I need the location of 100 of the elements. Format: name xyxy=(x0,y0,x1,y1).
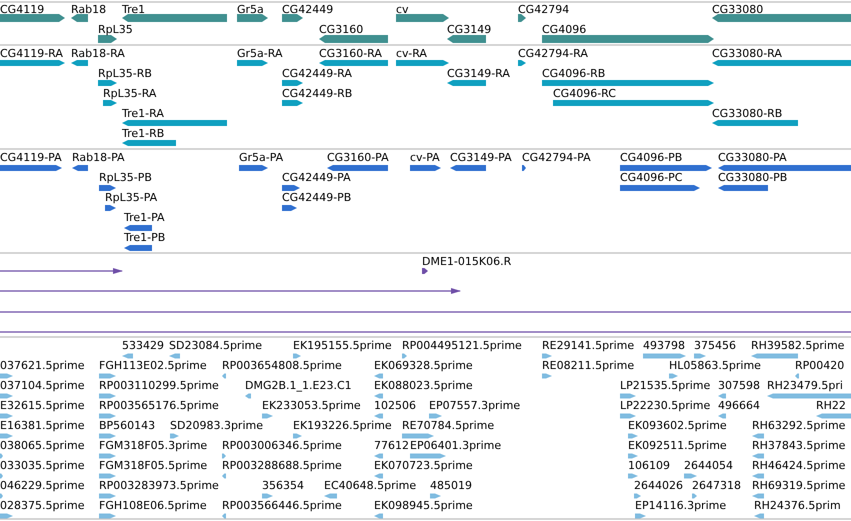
feature-label: CG33080-PB xyxy=(718,171,788,184)
feature-label: CG42794 xyxy=(518,3,570,16)
feature-label: Gr5a-PA xyxy=(239,151,284,164)
feature-label: 485019 xyxy=(430,479,472,492)
feature-label: CG4096-RB xyxy=(542,67,606,80)
feature-label: EK098945.5prime xyxy=(374,499,473,512)
feature-label: RP003565176.5prime xyxy=(99,399,219,412)
feature-label: EC40648.5prime xyxy=(324,479,416,492)
feature-label: 356354 xyxy=(262,479,304,492)
feature-label: RH69319.5prime xyxy=(752,479,846,492)
feature-label: 037104.5prime xyxy=(0,379,85,392)
feature-label: Gr5a-RA xyxy=(237,47,282,60)
feature-label: 307598 xyxy=(718,379,760,392)
feature-label: CG4096-RC xyxy=(553,87,616,100)
feature-label: 2644026 xyxy=(634,479,683,492)
feature-label: E16381.5prime xyxy=(0,419,84,432)
feature-label: RP003283973.5prime xyxy=(99,479,219,492)
feature-label: 77612 xyxy=(374,439,409,452)
feature-label: CG42449-RA xyxy=(282,67,352,80)
feature-label: cv-PA xyxy=(410,151,440,164)
feature-label: CG4096-PC xyxy=(620,171,682,184)
feature-label: EP06401.3prime xyxy=(410,439,502,452)
feature-label: RH23479.5pri xyxy=(767,379,843,392)
feature-label: LP22230.5prime xyxy=(620,399,710,412)
feature-label: CG4096-PB xyxy=(620,151,682,164)
feature-label: RpL35 xyxy=(98,23,133,36)
feature-label: CG3160-PA xyxy=(327,151,389,164)
feature-label: Tre1 xyxy=(122,3,146,16)
feature-label: FGH108E06.5prime xyxy=(99,499,207,512)
feature-label: cv xyxy=(396,3,409,16)
feature-label: EK092511.5prime xyxy=(628,439,727,452)
feature-label: RH63292.5prime xyxy=(752,419,846,432)
feature-label: EK093602.5prime xyxy=(628,419,727,432)
feature-label: CG3160 xyxy=(319,23,364,36)
feature-label: CG3149 xyxy=(447,23,492,36)
feature-label: 038065.5prime xyxy=(0,439,85,452)
feature-label: E32615.5prime xyxy=(0,399,84,412)
feature-label: CG4119-PA xyxy=(0,151,62,164)
feature-label: CG4119 xyxy=(0,3,44,16)
feature-label: RH39582.5prime xyxy=(751,339,844,352)
feature-label: CG42449-RB xyxy=(282,87,352,100)
feature-label: 102506 xyxy=(374,399,416,412)
feature-label: RE70784.5prime xyxy=(402,419,494,432)
feature-label: CG42449-PB xyxy=(282,191,352,204)
feature-label: 493798 xyxy=(643,339,685,352)
feature-label: CG42449 xyxy=(282,3,334,16)
feature-label: 533429 xyxy=(122,339,164,352)
feature-label: RP003110299.5prime xyxy=(99,379,219,392)
feature-label: RH37843.5prime xyxy=(752,439,846,452)
feature-label: 2647318 xyxy=(692,479,741,492)
feature-label: EK195155.5prime xyxy=(293,339,392,352)
feature-label: RH24376.5prim xyxy=(754,499,841,512)
feature-label: RH46424.5prime xyxy=(752,459,846,472)
feature-label: RpL35-RA xyxy=(103,87,156,100)
feature-label: CG3149-RA xyxy=(447,67,510,80)
feature-label: EK070723.5prime xyxy=(374,459,473,472)
feature-label: CG33080-PA xyxy=(718,151,787,164)
feature-label: FGM318F05.3prime xyxy=(99,439,208,452)
feature-label: Tre1-RA xyxy=(122,107,164,120)
feature-label: EK088023.5prime xyxy=(374,379,473,392)
feature-label: RpL35-PA xyxy=(105,191,158,204)
feature-label: EK069328.5prime xyxy=(374,359,473,372)
feature-label: RP003288688.5prime xyxy=(222,459,342,472)
feature-label: CG42794-RA xyxy=(518,47,588,60)
feature-label: LP21535.5prime xyxy=(620,379,710,392)
feature-label: RP003566446.5prime xyxy=(222,499,342,512)
feature-label: Tre1-PA xyxy=(124,211,165,224)
feature-label: CG42449-PA xyxy=(282,171,351,184)
feature-label: FGM318F05.5prime xyxy=(99,459,208,472)
feature-label: Tre1-PB xyxy=(124,231,166,244)
feature-label: 033035.5prime xyxy=(0,459,85,472)
feature-label: CG33080 xyxy=(712,3,764,16)
feature-label: Rab18 xyxy=(71,3,106,16)
feature-label: 106109 xyxy=(628,459,670,472)
feature-label: Rab18-RA xyxy=(71,47,125,60)
feature-label: BP560143 xyxy=(99,419,156,432)
feature-label: CG33080-RB xyxy=(712,107,782,120)
feature-label: EP14116.3prime xyxy=(635,499,726,512)
feature-label: 496664 xyxy=(718,399,760,412)
feature-label: SD20983.3prime xyxy=(170,419,263,432)
feature-label: RpL35-PB xyxy=(99,171,152,184)
feature-label: RpL35-RB xyxy=(98,67,152,80)
feature-label: EK233053.5prime xyxy=(262,399,361,412)
feature-label: EK193226.5prime xyxy=(293,419,392,432)
feature-label: RE08211.5prime xyxy=(542,359,634,372)
feature-label: 028375.5prime xyxy=(0,499,85,512)
feature-label: cv-RA xyxy=(396,47,427,60)
feature-label: EP07557.3prime xyxy=(429,399,520,412)
feature-label: 2644054 xyxy=(684,459,733,472)
feature-label: RP00420 xyxy=(795,359,844,372)
feature-label: 037621.5prime xyxy=(0,359,85,372)
feature-label: HL05863.5prime xyxy=(669,359,761,372)
feature-label: FGH113E02.5prime xyxy=(99,359,207,372)
feature-label: CG4096 xyxy=(542,23,586,36)
feature-label: CG42794-PA xyxy=(522,151,591,164)
feature-label: DMG2B.1_1.E23.C1 xyxy=(245,379,352,392)
feature-label: DME1-015K06.R xyxy=(422,255,512,268)
feature-label: RP003006346.5prime xyxy=(222,439,342,452)
feature-label: 375456 xyxy=(694,339,736,352)
feature-label: RP003654808.5prime xyxy=(222,359,342,372)
